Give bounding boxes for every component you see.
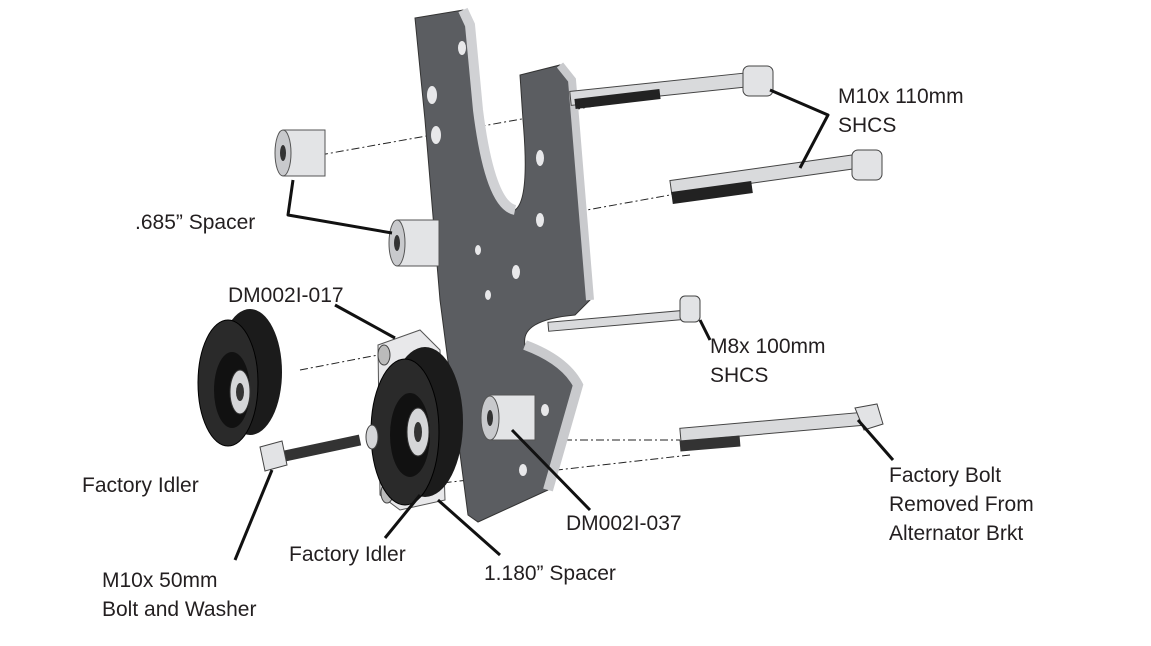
label-dm002i-017: DM002I-017 xyxy=(228,284,344,307)
label-line: M8x 100mm xyxy=(710,335,826,358)
factory-bolt xyxy=(679,403,884,452)
label-m10x110-shcs: M10x 110mm SHCS xyxy=(838,82,964,140)
label-factory-idler-center: Factory Idler xyxy=(289,543,406,566)
label-line: Factory Bolt xyxy=(889,464,1002,487)
spacer-685 xyxy=(274,129,440,267)
m8x100-bolt xyxy=(547,295,701,332)
label-factory-bolt: Factory Bolt Removed From Alternator Brk… xyxy=(889,461,1034,548)
label-line: Removed From xyxy=(889,493,1034,516)
label-line: SHCS xyxy=(710,364,769,387)
factory-idler-left xyxy=(197,309,282,447)
m10x110-bolts xyxy=(569,65,883,204)
leader-lines xyxy=(233,88,895,561)
label-m10x50-bolt-washer: M10x 50mm Bolt and Washer xyxy=(102,566,256,624)
label-m8x100-shcs: M8x 100mm SHCS xyxy=(710,332,826,390)
label-line: SHCS xyxy=(838,114,897,137)
label-line: Alternator Brkt xyxy=(889,522,1024,545)
dm002i-037-part xyxy=(480,394,536,441)
label-factory-idler-left: Factory Idler xyxy=(82,474,199,497)
label-spacer-1180: 1.180” Spacer xyxy=(484,562,616,585)
label-line: M10x 50mm xyxy=(102,569,218,592)
label-dm002i-037: DM002I-037 xyxy=(566,512,682,535)
factory-idler-center xyxy=(370,347,463,506)
m10x50-bolt-washer xyxy=(259,424,379,472)
label-spacer-685: .685” Spacer xyxy=(135,211,256,234)
label-line: Bolt and Washer xyxy=(102,598,257,621)
label-line: M10x 110mm xyxy=(838,85,964,108)
